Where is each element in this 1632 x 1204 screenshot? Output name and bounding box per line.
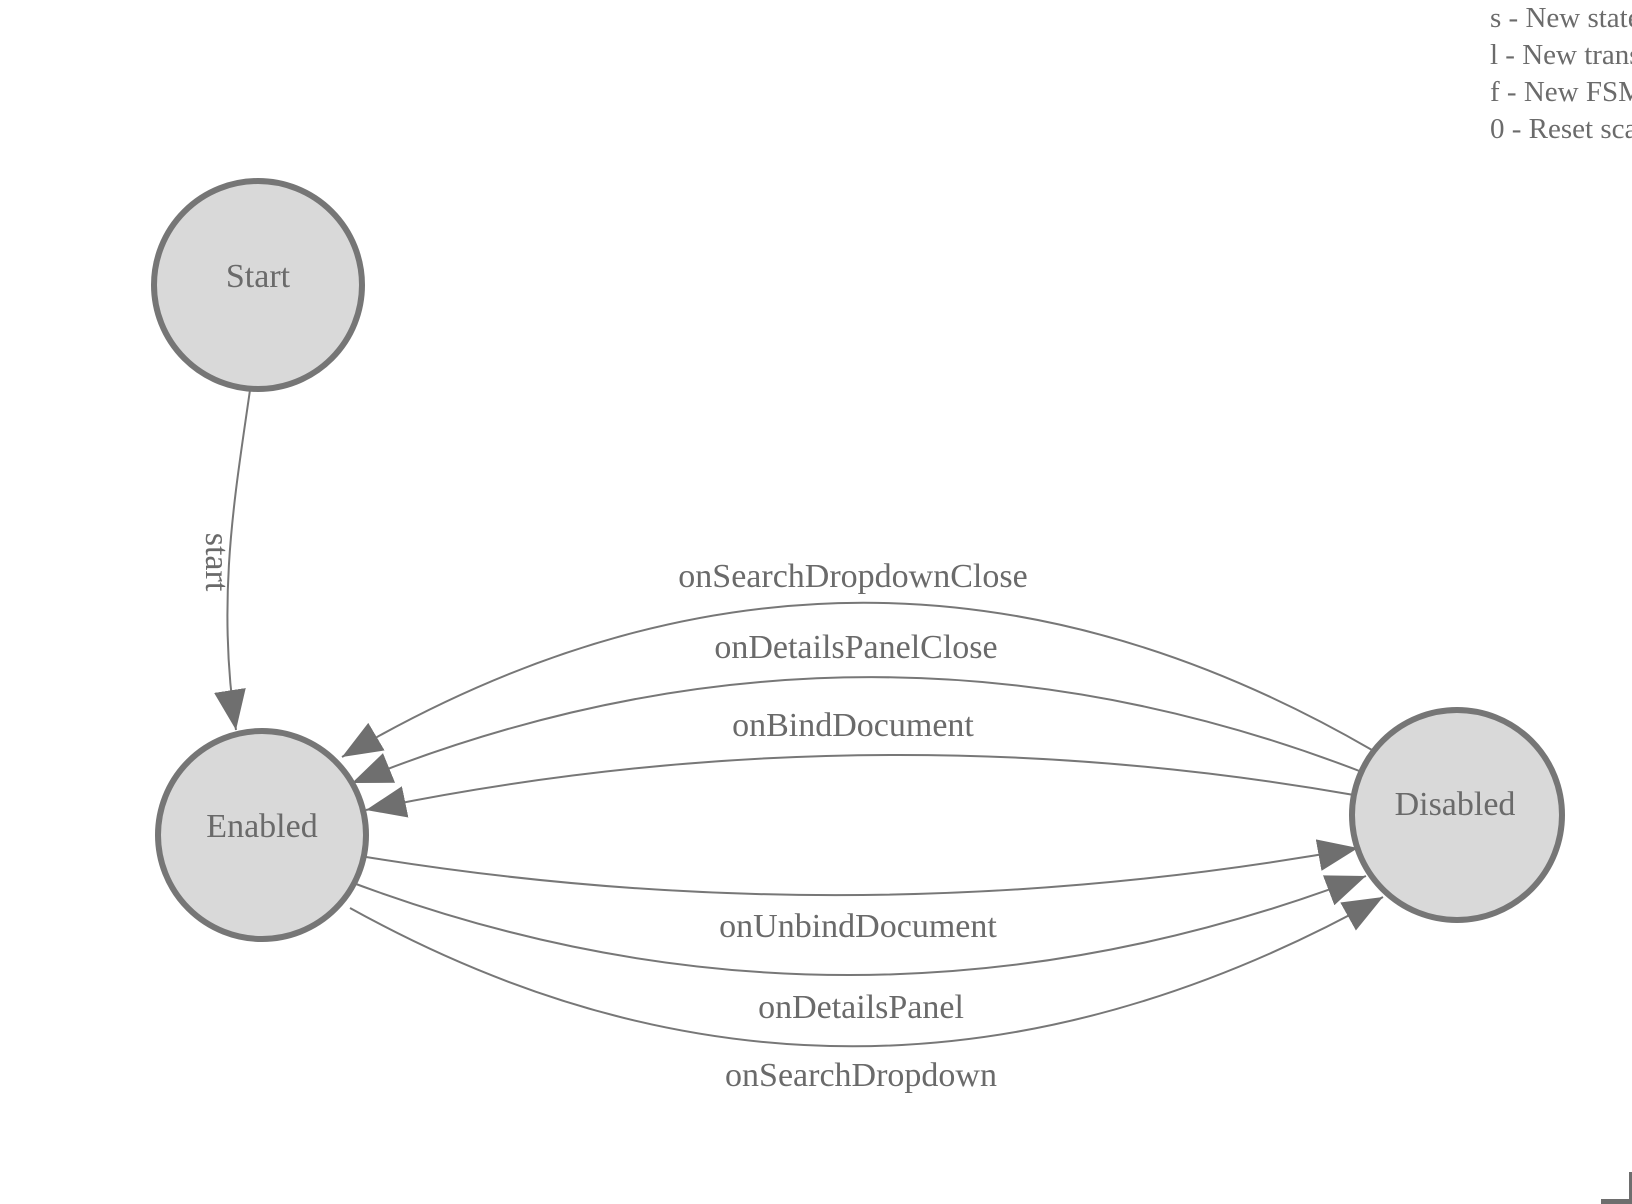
edge-label-onBindDocument: onBindDocument <box>732 707 974 744</box>
edge-label-start: start <box>198 533 235 592</box>
legend-item-new-state: s - New state <box>1490 2 1632 34</box>
edge-label-onSearchDropdownClose: onSearchDropdownClose <box>678 558 1027 595</box>
node-enabled-label: Enabled <box>206 808 317 845</box>
legend-item-new-fsm: f - New FSM <box>1490 76 1632 108</box>
node-enabled-circle[interactable] <box>155 728 369 942</box>
legend-item-reset-scale: 0 - Reset scale <box>1490 113 1632 145</box>
node-start-label: Start <box>226 258 291 295</box>
node-disabled[interactable]: Disabled <box>1349 707 1565 923</box>
viewport-corner-horizontal-bar <box>1601 1199 1632 1204</box>
legend-item-new-transition: l - New transition <box>1490 39 1632 71</box>
edge-group <box>214 389 1384 1048</box>
node-enabled[interactable]: Enabled <box>155 728 369 942</box>
edge-label-onDetailsPanelClose: onDetailsPanelClose <box>714 629 997 666</box>
edge-onBindDocument[interactable] <box>365 753 1355 818</box>
edge-label-onSearchDropdown: onSearchDropdown <box>725 1057 997 1094</box>
edge-start-to-enabled[interactable] <box>214 389 251 731</box>
node-disabled-label: Disabled <box>1395 786 1516 823</box>
edge-onSearchDropdown[interactable] <box>349 896 1384 1048</box>
edge-onDetailsPanel[interactable] <box>355 875 1367 977</box>
viewport-corner-vertical-bar <box>1629 1172 1632 1204</box>
edge-onSearchDropdownClose[interactable] <box>341 601 1373 758</box>
node-start-circle[interactable] <box>151 178 365 392</box>
edge-onUnbindDocument[interactable] <box>359 839 1359 897</box>
node-group: Start Enabled Disabled <box>151 178 1565 942</box>
keyboard-shortcut-legend: s - New state l - New transition f - New… <box>1490 0 1632 148</box>
node-disabled-circle[interactable] <box>1349 707 1565 923</box>
edge-label-onUnbindDocument: onUnbindDocument <box>719 908 997 945</box>
edge-label-group: start onSearchDropdownClose onDetailsPan… <box>198 533 1028 1094</box>
node-start[interactable]: Start <box>151 178 365 392</box>
edge-label-onDetailsPanel: onDetailsPanel <box>758 989 964 1026</box>
edge-onDetailsPanelClose[interactable] <box>351 676 1363 784</box>
